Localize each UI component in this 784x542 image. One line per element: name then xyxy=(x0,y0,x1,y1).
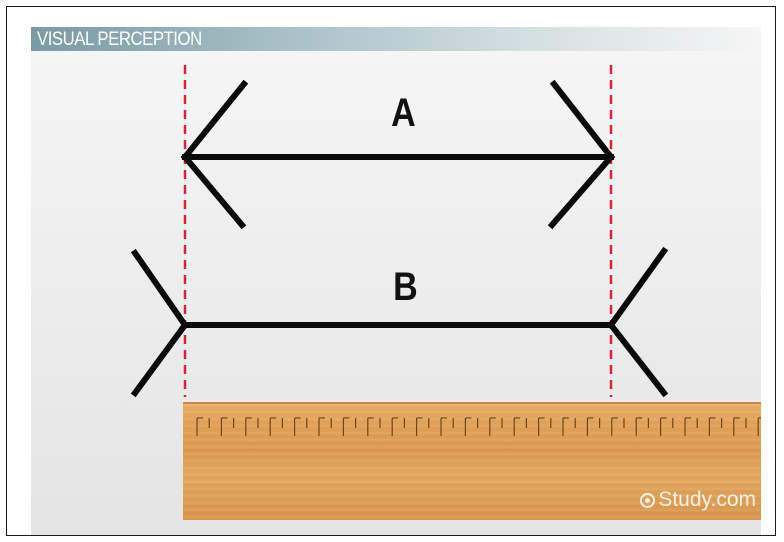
line-b-left-fin-bottom xyxy=(130,320,190,398)
line-b-left-fin-top xyxy=(130,248,190,330)
line-b-right-fin-bottom xyxy=(606,320,669,398)
line-a-right-fin-top xyxy=(549,79,616,162)
line-b-right-fin-top xyxy=(606,246,669,330)
ruler-tick-marks xyxy=(196,417,761,436)
watermark-text: Study.com xyxy=(658,488,756,511)
line-a-left-fin-bottom xyxy=(180,152,247,230)
line-b-figure xyxy=(130,246,669,398)
image-frame: VISUAL PERCEPTION Study.com xyxy=(6,6,776,536)
line-a-right-fin-bottom xyxy=(547,152,616,230)
slide-title: VISUAL PERCEPTION xyxy=(37,29,202,50)
study-logo-icon xyxy=(640,493,656,508)
ruler: Study.com xyxy=(183,402,761,520)
label-a: A xyxy=(391,91,416,135)
label-b: B xyxy=(393,265,418,309)
slide: VISUAL PERCEPTION Study.com xyxy=(31,27,761,535)
study-watermark: Study.com xyxy=(640,488,756,512)
title-banner: VISUAL PERCEPTION xyxy=(31,27,761,51)
muller-lyer-diagram xyxy=(130,65,669,398)
line-a-figure xyxy=(180,79,616,230)
line-a-left-fin-top xyxy=(180,79,249,162)
ruler-wood-grain xyxy=(183,404,761,520)
